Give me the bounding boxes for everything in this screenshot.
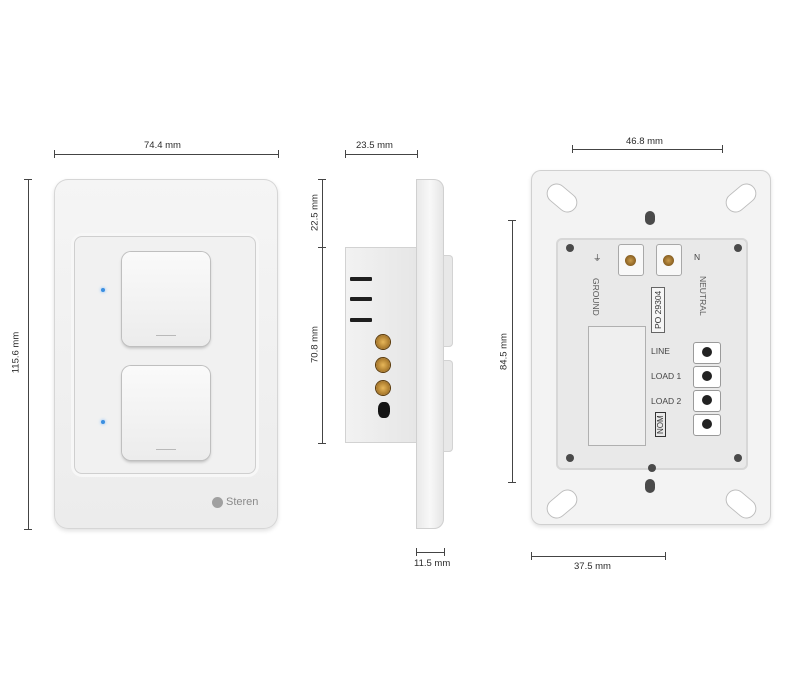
tick: [278, 150, 279, 158]
back-top-width-line: [572, 149, 722, 150]
side-thickness-line: [416, 552, 444, 553]
tick: [572, 145, 573, 153]
side-upper-label: 22.5 mm: [309, 194, 321, 231]
load2-label: LOAD 2: [651, 396, 682, 406]
line-label: LINE: [651, 346, 670, 356]
back-top-width-label: 46.8 mm: [626, 136, 663, 147]
line-terminal: [693, 342, 721, 364]
front-width-label: 74.4 mm: [144, 140, 181, 151]
front-height-line: [28, 179, 29, 529]
side-button-2: [443, 360, 453, 452]
side-plate: [416, 179, 444, 529]
front-width-line: [54, 154, 278, 155]
po-code: PO 29304: [651, 286, 665, 333]
vent-slot: [350, 318, 372, 322]
neutral-terminal: [656, 244, 682, 276]
tick: [417, 150, 418, 158]
corner-screw: [734, 454, 742, 462]
vent-slot: [350, 277, 372, 281]
back-height-line: [512, 220, 513, 482]
tick: [508, 220, 516, 221]
load2-terminal: [693, 390, 721, 412]
load1-terminal: [693, 366, 721, 388]
ground-terminal: [618, 244, 644, 276]
mount-hole: [645, 479, 655, 493]
tick: [531, 552, 532, 560]
side-upper-line: [322, 179, 323, 247]
black-terminal-screw-icon: [378, 402, 390, 418]
steren-logo-icon: [212, 496, 223, 508]
aux-terminal: [693, 414, 721, 436]
back-height-label: 84.5 mm: [498, 333, 510, 370]
tick: [444, 548, 445, 556]
led-indicator-1: [101, 288, 105, 292]
tick: [345, 150, 346, 158]
corner-screw: [734, 244, 742, 252]
center-screw: [648, 464, 656, 472]
tick: [24, 179, 32, 180]
spec-label: [588, 326, 646, 446]
side-body-label: 70.8 mm: [309, 326, 321, 363]
corner-screw: [566, 244, 574, 252]
front-height-label: 115.6 mm: [10, 331, 22, 374]
corner-screw: [566, 454, 574, 462]
tick: [416, 548, 417, 556]
ground-label: GROUND: [591, 278, 601, 316]
brand-logo: Steren: [212, 496, 258, 508]
mount-hole: [645, 211, 655, 225]
tick: [54, 150, 55, 158]
back-bottom-width-line: [531, 556, 665, 557]
side-body-line: [322, 247, 323, 443]
brand-name: Steren: [226, 496, 259, 508]
tick: [318, 179, 326, 180]
tick: [665, 552, 666, 560]
side-depth-label: 23.5 mm: [356, 140, 393, 151]
led-indicator-2: [101, 420, 105, 424]
tick: [722, 145, 723, 153]
terminal-screw-icon: [376, 381, 390, 395]
side-depth-line: [345, 154, 417, 155]
vent-slot: [350, 297, 372, 301]
back-bottom-width-label: 37.5 mm: [574, 561, 611, 572]
switch-button-1[interactable]: [122, 252, 210, 346]
load1-label: LOAD 1: [651, 371, 682, 381]
switch-button-2[interactable]: [122, 366, 210, 460]
side-thickness-label: 11.5 mm: [414, 558, 451, 569]
tick: [24, 529, 32, 530]
terminal-screw-icon: [376, 358, 390, 372]
tick: [318, 443, 326, 444]
neutral-label: NEUTRAL: [698, 276, 708, 316]
ground-symbol: ⏚: [593, 253, 602, 263]
neutral-symbol: N: [694, 252, 701, 262]
nom-mark: NOM: [655, 412, 666, 437]
tick: [508, 482, 516, 483]
side-button-1: [443, 255, 453, 347]
terminal-screw-icon: [376, 335, 390, 349]
